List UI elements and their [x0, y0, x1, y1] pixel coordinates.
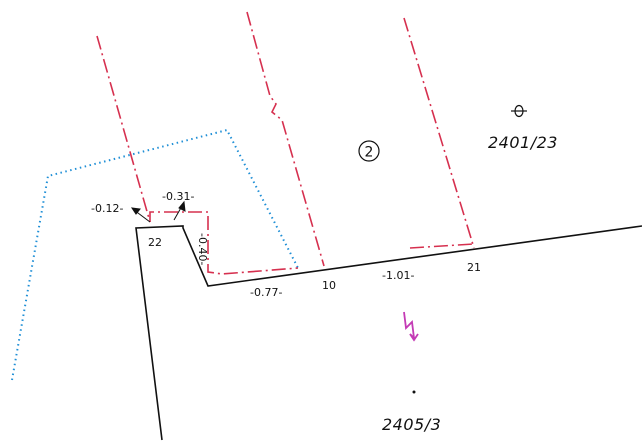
- proposed-line-middle: [246, 11, 325, 267]
- point-label-10: 10: [322, 279, 336, 292]
- building-number: 2: [365, 145, 374, 161]
- boundary-main: [135, 225, 642, 441]
- building-number-circle: [358, 140, 380, 162]
- measurement-label: -0.40-: [196, 233, 209, 265]
- proposed-offset-outline: [149, 211, 299, 275]
- parcel-number-south: 2405/3: [382, 415, 441, 434]
- parcel-dot: [412, 390, 416, 394]
- proposed-boundary-lines: [96, 11, 475, 275]
- old-boundary-line: [11, 128, 299, 381]
- proposed-line-left: [96, 35, 151, 223]
- point-label-21: 21: [467, 261, 481, 274]
- proposed-line-base: [409, 243, 475, 249]
- point-label-22: 22: [148, 236, 162, 249]
- parcel-theta-icon: [511, 104, 527, 118]
- parcel-sign-icon: [403, 311, 419, 342]
- arrow-031-head: [178, 200, 186, 212]
- measurement-label: -0.12-: [91, 202, 123, 215]
- measurement-label: -0.31-: [162, 190, 194, 203]
- arrow-012-head: [130, 207, 141, 215]
- parcel-boundary: [135, 225, 642, 441]
- measurement-label: -0.77-: [250, 286, 282, 299]
- parcel-number-north: 2401/23: [488, 133, 558, 152]
- measurement-label: -1.01-: [382, 269, 414, 282]
- measurement-arrows: [130, 200, 186, 223]
- proposed-line-right: [403, 17, 475, 249]
